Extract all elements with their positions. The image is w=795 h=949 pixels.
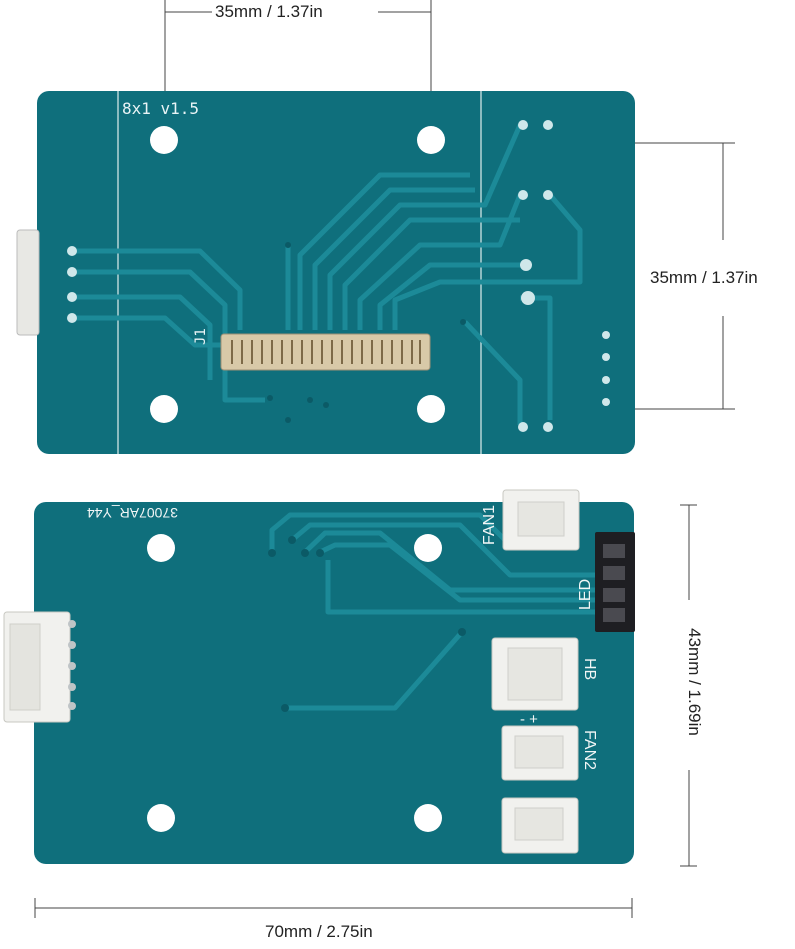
bottom-width-dimension xyxy=(34,898,633,918)
label-fan2: FAN2 xyxy=(581,730,598,770)
bottom-pcb: 37007AR_Y44 FAN1 LED HB FAN2 - + xyxy=(3,489,635,864)
bottom-height-dimension xyxy=(680,504,697,867)
top-height-label: 35mm / 1.37in xyxy=(650,268,758,288)
label-fan1: FAN1 xyxy=(481,505,498,545)
label-hb: HB xyxy=(581,658,598,680)
label-led: LED xyxy=(577,579,594,610)
bottom-part-number: 37007AR_Y44 xyxy=(87,505,178,521)
label-plus-minus: - + xyxy=(520,711,538,728)
bottom-width-label: 70mm / 2.75in xyxy=(265,922,373,942)
top-pcb: 8x1 v1.5 J1 xyxy=(16,91,635,454)
top-version-text: 8x1 v1.5 xyxy=(122,99,199,118)
bottom-height-label: 43mm / 1.69in xyxy=(683,628,704,736)
top-width-label: 35mm / 1.37in xyxy=(215,2,323,22)
connector-label-j1: J1 xyxy=(193,328,209,345)
